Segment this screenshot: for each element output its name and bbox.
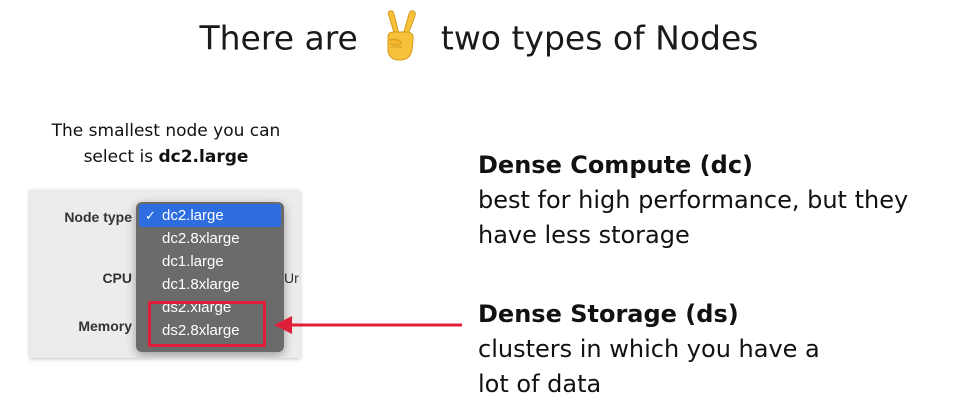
dense-storage-heading: Dense Storage (ds) bbox=[478, 300, 739, 328]
slide-title: There are two types of Nodes bbox=[0, 10, 958, 66]
title-text-after: two types of Nodes bbox=[440, 18, 759, 58]
dense-compute-line-2: have less storage bbox=[478, 221, 690, 249]
caption-line-1: The smallest node you can bbox=[51, 121, 281, 141]
memory-label: Memory bbox=[78, 318, 132, 334]
smallest-node-caption: The smallest node you can select is dc2.… bbox=[26, 118, 306, 170]
dropdown-option-dc1-large[interactable]: dc1.large bbox=[136, 250, 284, 273]
dense-storage-description: Dense Storage (ds) clusters in which you… bbox=[478, 297, 820, 402]
dense-storage-highlight-box bbox=[148, 301, 266, 347]
node-type-label: Node type bbox=[64, 209, 132, 225]
dropdown-option-dc2-large[interactable]: ✓ dc2.large bbox=[139, 204, 281, 227]
caption-line-2: select is dc2.large bbox=[26, 144, 306, 170]
dense-compute-line-1: best for high performance, but they bbox=[478, 186, 909, 214]
victory-hand-icon bbox=[376, 10, 422, 62]
title-text-before: There are bbox=[199, 18, 358, 58]
option-label: dc1.8xlarge bbox=[162, 276, 240, 293]
node-type-dropdown[interactable]: ✓ dc2.large dc2.8xlarge dc1.large dc1.8x… bbox=[136, 202, 284, 352]
dense-compute-heading: Dense Compute (dc) bbox=[478, 151, 754, 179]
option-label: dc2.8xlarge bbox=[162, 230, 240, 247]
dropdown-option-dc1-8xlarge[interactable]: dc1.8xlarge bbox=[136, 273, 284, 296]
option-label: ds2.8xlarge bbox=[162, 322, 240, 339]
truncated-value-text: Ur bbox=[284, 270, 299, 286]
caption-bold-node: dc2.large bbox=[158, 147, 249, 167]
option-label: dc1.large bbox=[162, 253, 224, 270]
dropdown-option-dc2-8xlarge[interactable]: dc2.8xlarge bbox=[136, 227, 284, 250]
caption-prefix: select is bbox=[83, 147, 159, 167]
checkmark-icon: ✓ bbox=[145, 208, 156, 223]
dense-storage-line-2: lot of data bbox=[478, 370, 602, 398]
dropdown-option-ds2-8xlarge[interactable]: ds2.8xlarge bbox=[136, 319, 284, 342]
dense-storage-line-1: clusters in which you have a bbox=[478, 335, 820, 363]
dense-compute-description: Dense Compute (dc) best for high perform… bbox=[478, 148, 908, 253]
option-label: dc2.large bbox=[162, 207, 224, 224]
cpu-label: CPU bbox=[102, 270, 132, 286]
node-type-screenshot: Node type CPU Memory Ur ✓ dc2.large dc2.… bbox=[30, 190, 300, 358]
